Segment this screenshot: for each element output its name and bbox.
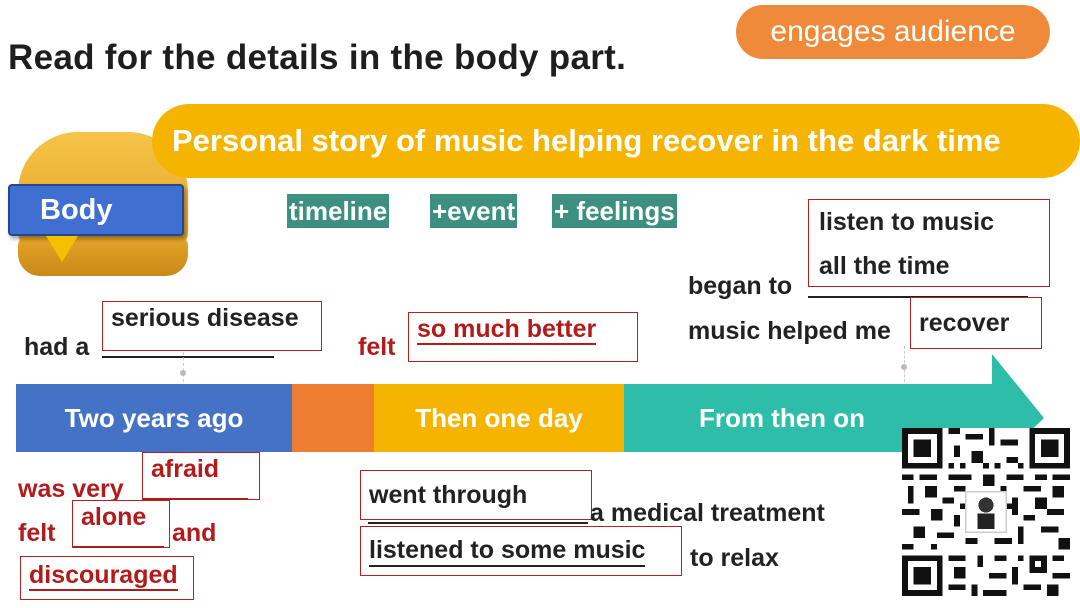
to-relax-label: to relax [690, 544, 779, 573]
answer-listened: listened to some music [360, 526, 682, 576]
answer-so-much-better: so much better [408, 312, 638, 362]
listen-line-1: listen to music [819, 200, 1039, 244]
answer-went-through: went through [360, 470, 592, 520]
body-label: Body [8, 184, 184, 236]
and-label: and [172, 519, 216, 548]
felt-label-2: felt [18, 519, 56, 548]
segment-from-then-on: From then on [624, 384, 940, 452]
answer-discouraged: discouraged [20, 556, 194, 600]
segment-then-one-day: Then one day [374, 384, 624, 452]
listen-line-2: all the time [819, 244, 1039, 288]
answer-recover: recover [910, 297, 1042, 349]
guide-line [183, 352, 184, 382]
burger-bun-bottom [18, 236, 188, 276]
key-feelings: + feelings [552, 194, 677, 228]
listened-text: listened to some music [369, 536, 645, 567]
page-title: Read for the details in the body part. [8, 38, 626, 78]
key-timeline: timeline [287, 194, 389, 228]
blank-line [368, 522, 588, 524]
answer-afraid: afraid [142, 452, 260, 500]
guide-dot [901, 364, 907, 370]
had-a-label: had a [24, 333, 89, 362]
pointer-triangle-icon [46, 236, 78, 262]
so-much-better-text: so much better [417, 315, 596, 345]
guide-dot [180, 370, 186, 376]
segment-two-years-ago: Two years ago [16, 384, 292, 452]
music-helped-me-label: music helped me [688, 317, 891, 346]
engages-audience-tag: engages audience [736, 5, 1050, 59]
qr-code-icon [902, 428, 1070, 596]
discouraged-text: discouraged [29, 561, 178, 591]
medical-treatment-label: a medical treatment [590, 499, 825, 528]
answer-listen-to-music: listen to music all the time [808, 199, 1050, 287]
blank-line [102, 356, 274, 358]
blank-line [72, 546, 164, 548]
key-event: +event [430, 194, 517, 228]
answer-alone: alone [72, 500, 170, 548]
answer-serious-disease: serious disease [102, 301, 322, 351]
began-to-label: began to [688, 272, 792, 301]
felt-label: felt [358, 333, 396, 362]
segment-gap [292, 384, 374, 452]
story-banner: Personal story of music helping recover … [152, 104, 1080, 178]
